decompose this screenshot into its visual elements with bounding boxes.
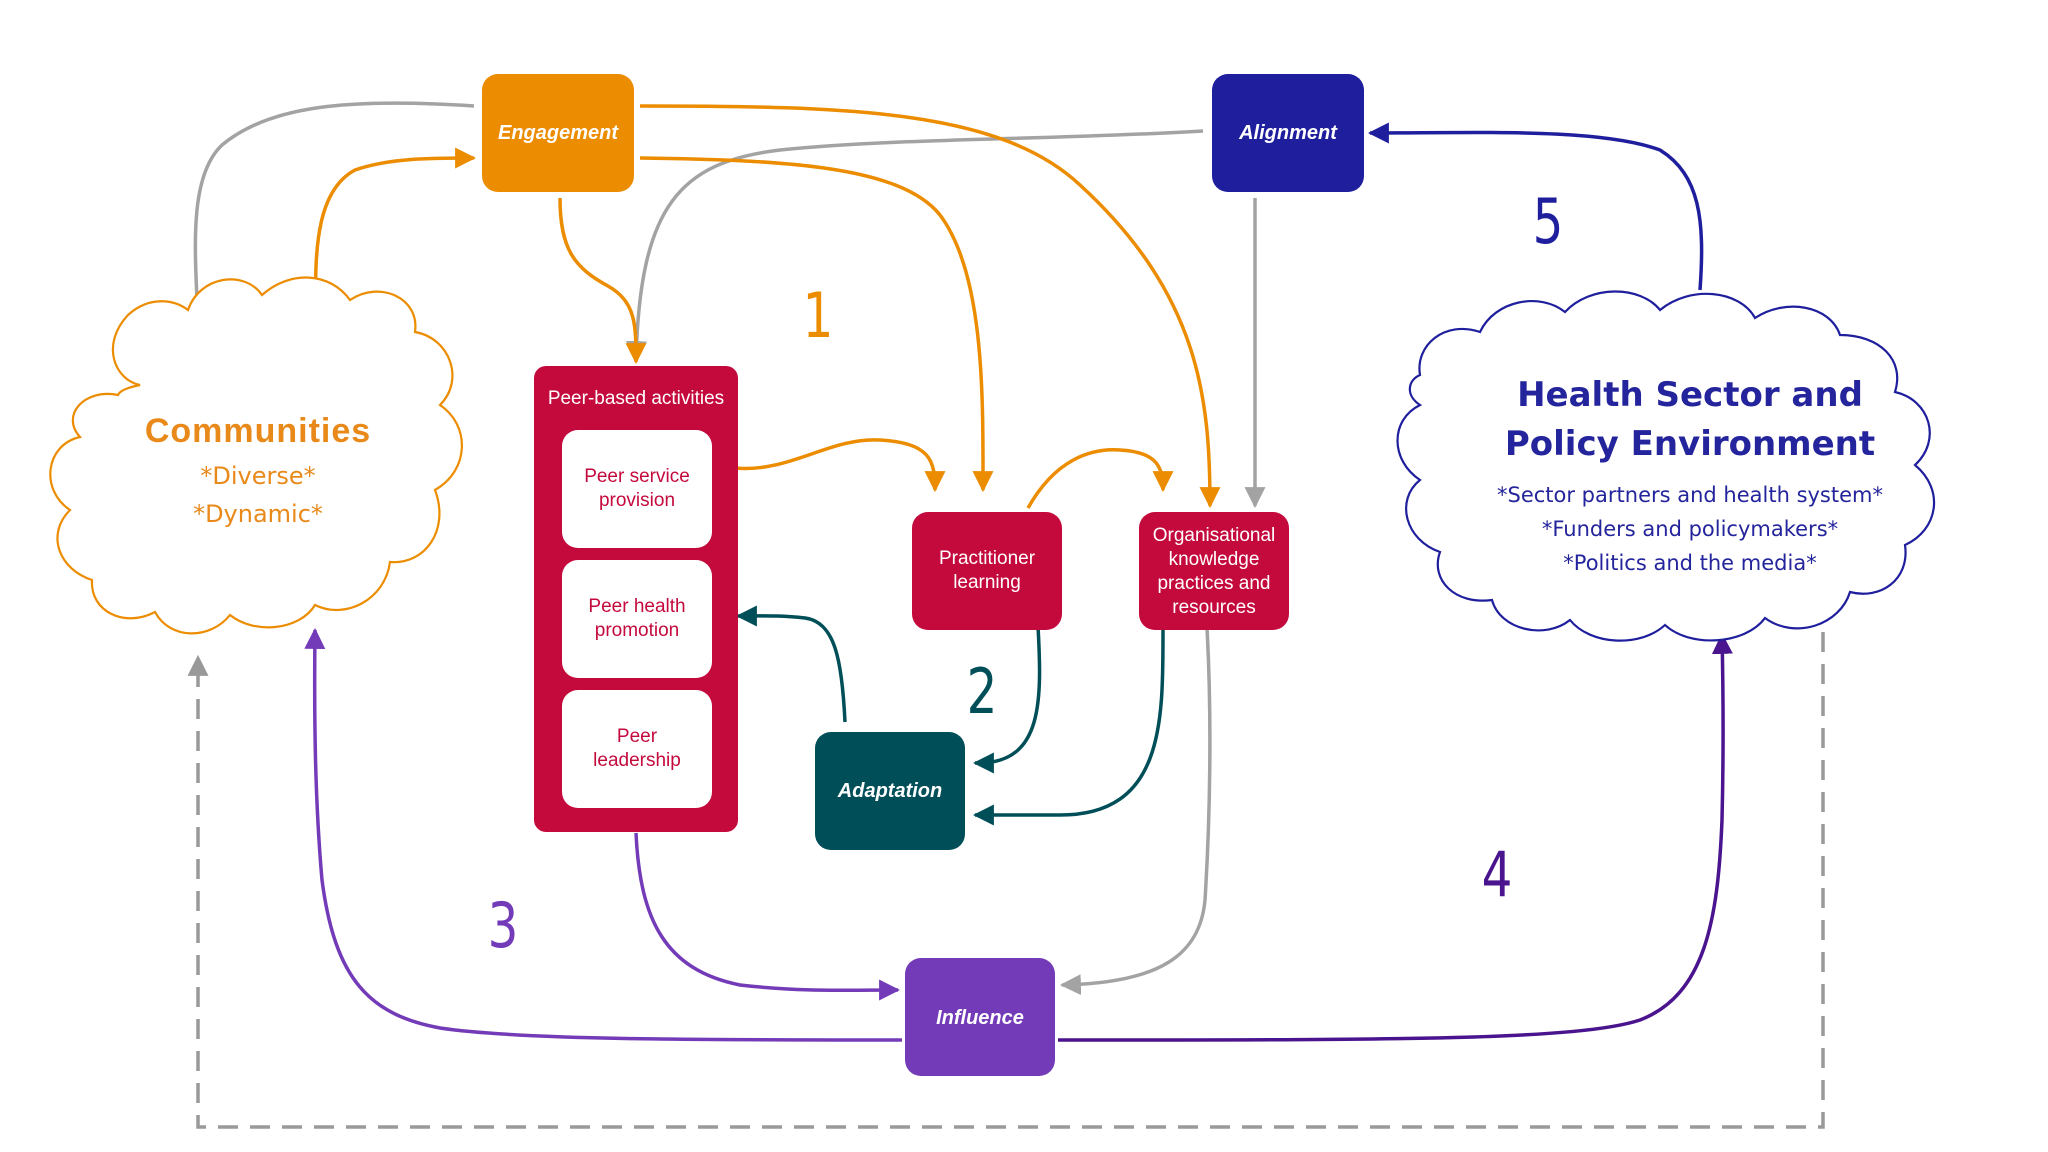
organisational-label-line-4: resources	[1172, 597, 1255, 618]
health-sector-title-line-2: Policy Environment	[1505, 424, 1875, 464]
influence-box	[905, 958, 1055, 1076]
peer-health-label-line-1: Peer health	[588, 596, 685, 617]
organisational-label-line-3: practices and	[1157, 573, 1270, 594]
purple-arrow-peer-to-influence	[634, 832, 901, 1001]
orange-arrow-peerservice-to-practitioner	[734, 438, 946, 493]
practitioner-learning-box	[912, 512, 1062, 630]
peer-service-box	[562, 430, 712, 548]
peer-leadership-label-line-2: leadership	[593, 750, 681, 771]
loop-number-2: 2	[967, 656, 998, 728]
peer-service-label-line-1: Peer service	[584, 466, 690, 487]
peer-leadership-box	[562, 690, 712, 808]
purple-arrow-influence-to-health	[1057, 632, 1733, 1042]
orange-arrow-engagement-to-peer	[558, 197, 647, 365]
practitioner-label-line-1: Practitioner	[939, 548, 1036, 569]
orange-arrow-engagement-to-practitioner	[639, 156, 994, 493]
peer-leadership-label-line-1: Peer	[617, 726, 658, 747]
health-sector-item-2: *Funders and policymakers*	[1542, 517, 1838, 541]
health-sector-item-3: *Politics and the media*	[1563, 551, 1816, 575]
communities-item-1: *Diverse*	[200, 462, 315, 490]
loop-number-1: 1	[803, 280, 834, 352]
communities-title: Communities	[145, 412, 371, 450]
navy-arrow-health-to-alignment	[1367, 122, 1704, 291]
alignment-label: Alignment	[1238, 122, 1338, 144]
orange-arrow-engagement-to-organisational	[639, 104, 1221, 509]
teal-arrow-practitioner-adaptation	[972, 625, 1042, 774]
health-sector-cloud	[1396, 290, 1936, 642]
communities-cloud	[49, 276, 463, 635]
grey-arrow-engagement-to-communities	[187, 101, 475, 332]
adaptation-label: Adaptation	[837, 780, 942, 802]
organisational-box	[1139, 512, 1289, 630]
organisational-label-line-2: knowledge	[1169, 549, 1260, 570]
peer-activities-label: Peer-based activities	[548, 388, 724, 409]
peer-service-label-line-2: provision	[599, 490, 675, 511]
grey-arrow-organisational-to-influence	[1059, 627, 1212, 996]
orange-arrow-practitioner-to-organisational	[1026, 448, 1174, 509]
alignment-box	[1212, 74, 1364, 192]
orange-arrow-communities-to-engagement	[313, 147, 477, 316]
purple-arrow-influence-to-communities	[304, 627, 903, 1042]
loop-number-5: 5	[1533, 186, 1564, 258]
dashed-feedback-arrow	[187, 632, 1825, 1129]
loop-number-4: 4	[1482, 839, 1513, 911]
engagement-box	[482, 74, 634, 192]
loop-number-3: 3	[488, 890, 519, 962]
practitioner-label-line-2: learning	[953, 572, 1021, 593]
communities-item-2: *Dynamic*	[193, 500, 323, 528]
teal-arrow-adaptation-to-peerhealth	[735, 605, 847, 723]
engagement-label: Engagement	[498, 122, 619, 144]
peer-health-box	[562, 560, 712, 678]
teal-arrow-organisational-to-adaptation	[972, 627, 1165, 826]
peer-health-label-line-2: promotion	[595, 620, 680, 641]
health-sector-item-1: *Sector partners and health system*	[1497, 483, 1883, 507]
adaptation-box	[815, 732, 965, 850]
health-sector-title-line-1: Health Sector and	[1517, 375, 1863, 415]
influence-label: Influence	[936, 1007, 1024, 1029]
grey-arrow-alignment-to-peer	[625, 129, 1204, 363]
organisational-label-line-1: Organisational	[1153, 525, 1276, 546]
